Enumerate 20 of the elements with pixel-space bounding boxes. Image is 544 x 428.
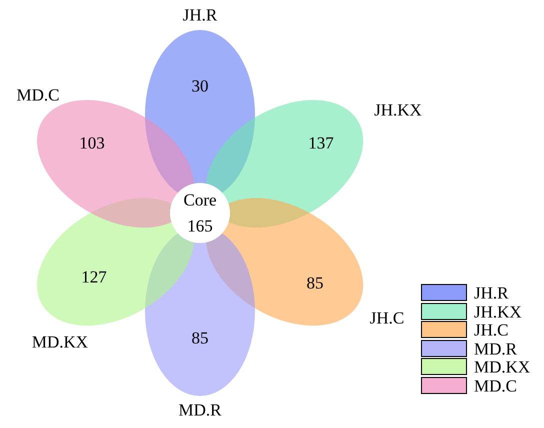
- count-label: 85: [192, 330, 208, 346]
- count-label: 137: [308, 134, 334, 152]
- set-label: MD.R: [178, 402, 222, 418]
- set-label: MD.KX: [32, 333, 88, 350]
- count-label: 165: [187, 218, 213, 234]
- legend-label: MD.KX: [474, 358, 530, 376]
- set-label: JH.KX: [374, 101, 422, 118]
- legend-label: MD.R: [474, 340, 517, 357]
- legend-label: MD.C: [474, 377, 517, 394]
- set-label: JH.R: [182, 6, 218, 24]
- count-label: 103: [79, 134, 105, 152]
- legend-label: JH.R: [474, 284, 508, 302]
- set-label: JH.C: [370, 309, 404, 326]
- count-label: 30: [192, 78, 208, 94]
- set-label: MD.C: [16, 86, 60, 104]
- count-label: 85: [306, 274, 324, 292]
- count-label: 127: [81, 268, 107, 286]
- legend-label: JH.C: [474, 322, 508, 338]
- legend-label: JH.KX: [474, 303, 522, 320]
- core-label: Core: [183, 192, 217, 208]
